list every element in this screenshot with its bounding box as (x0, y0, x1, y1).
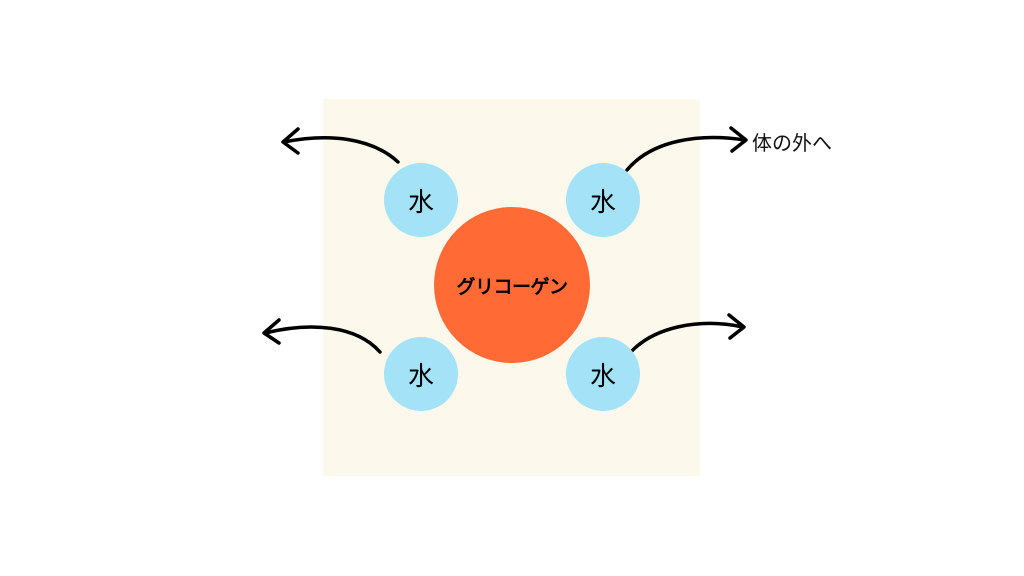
water-node-bottom-right: 水 (566, 337, 640, 411)
water-node-top-right: 水 (566, 163, 640, 237)
water-node-bottom-left: 水 (384, 337, 458, 411)
glycogen-node: グリコーゲン (434, 207, 590, 363)
out-of-body-label: 体の外へ (752, 131, 832, 155)
arrow-bottom-left (262, 318, 382, 354)
glycogen-label: グリコーゲン (456, 275, 568, 298)
arrow-bottom-right (626, 313, 746, 357)
water-node-top-left: 水 (384, 163, 458, 237)
water-label: 水 (589, 187, 616, 218)
arrow-top-right (625, 126, 748, 172)
arrow-top-left (281, 127, 400, 164)
water-label: 水 (407, 361, 434, 392)
water-label: 水 (589, 361, 616, 392)
water-label: 水 (407, 187, 434, 218)
